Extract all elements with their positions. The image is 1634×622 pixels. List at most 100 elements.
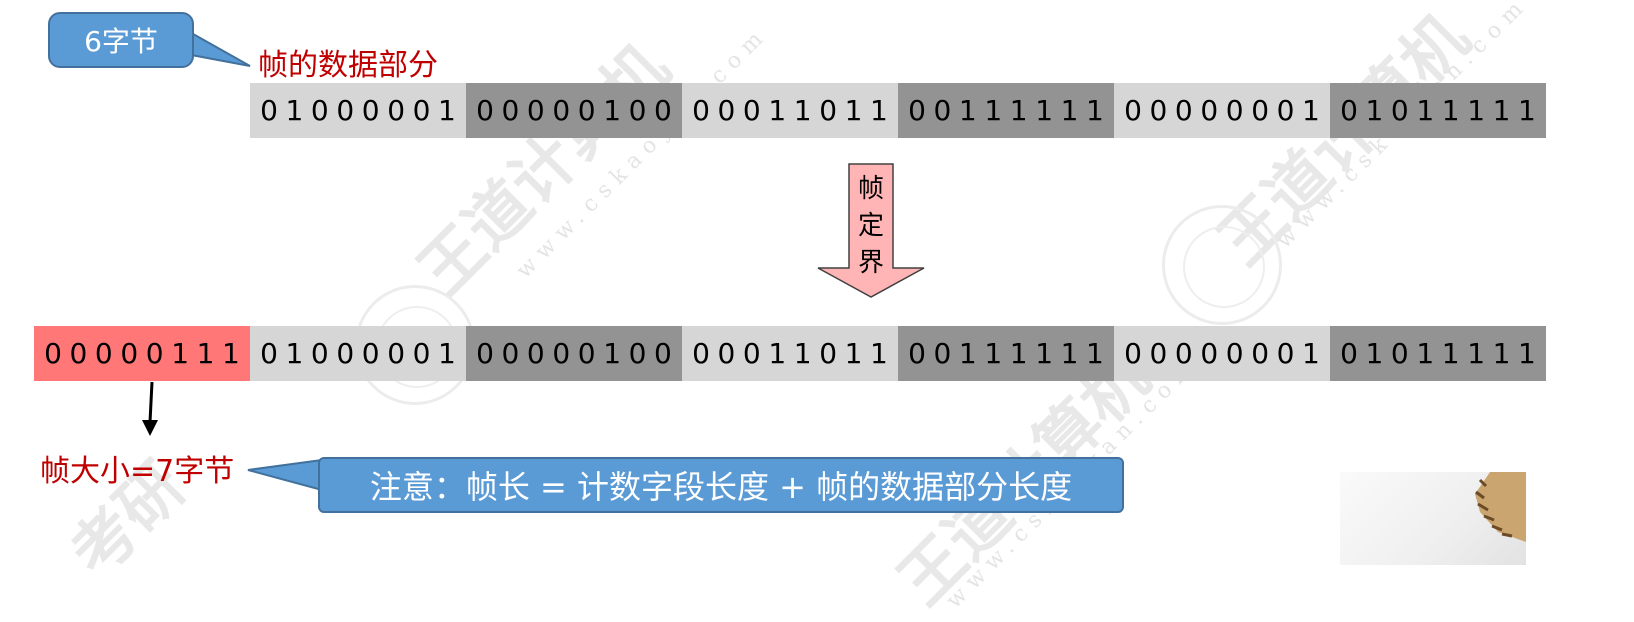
note-text: 注意：帧长 = 计数字段长度 + 帧的数据部分长度 — [369, 468, 1073, 506]
bit: 0 — [1124, 337, 1142, 370]
bit: 0 — [742, 337, 761, 370]
bit: 1 — [1302, 94, 1320, 127]
decorative-photo — [1340, 472, 1526, 565]
bit: 1 — [285, 337, 304, 370]
bit: 0 — [1390, 337, 1409, 370]
bit: 1 — [1441, 337, 1460, 370]
bit: 1 — [768, 337, 787, 370]
bit: 0 — [94, 337, 113, 370]
bit: 1 — [1518, 94, 1536, 127]
bit: 1 — [768, 94, 787, 127]
count-pointer-arrow — [142, 381, 320, 491]
bit: 0 — [1149, 94, 1168, 127]
bit: 1 — [958, 94, 977, 127]
bit: 1 — [844, 337, 863, 370]
bit: 0 — [552, 94, 571, 127]
bit: 0 — [387, 337, 406, 370]
bit: 1 — [1302, 337, 1320, 370]
bit: 0 — [310, 94, 329, 127]
bit: 1 — [793, 94, 812, 127]
bit: 0 — [412, 94, 431, 127]
bit: 1 — [1467, 337, 1486, 370]
bit: 1 — [1416, 94, 1435, 127]
bit: 1 — [603, 94, 622, 127]
callout-bytes-text: 6字节 — [84, 25, 158, 58]
bit: 0 — [692, 337, 710, 370]
bit: 0 — [577, 94, 596, 127]
framing-arrow: 帧 定 界 — [816, 163, 926, 298]
bit: 0 — [1225, 337, 1244, 370]
bit: 0 — [552, 337, 571, 370]
bit: 0 — [412, 337, 431, 370]
bit: 1 — [1441, 94, 1460, 127]
bit: 0 — [1200, 94, 1219, 127]
bit: 0 — [44, 337, 62, 370]
bit: 0 — [819, 94, 838, 127]
bit: 1 — [1365, 337, 1384, 370]
bit: 0 — [742, 94, 761, 127]
bit: 0 — [260, 337, 278, 370]
bit: 0 — [336, 94, 355, 127]
bit: 0 — [908, 337, 926, 370]
bit: 0 — [1340, 337, 1358, 370]
bit: 1 — [844, 94, 863, 127]
watermark-logo: 王道计算机 — [1204, 0, 1484, 280]
bit: 0 — [526, 337, 545, 370]
bit: 0 — [120, 337, 139, 370]
bit: 0 — [654, 337, 672, 370]
note-callout: 注意：帧长 = 计数字段长度 + 帧的数据部分长度 — [318, 457, 1124, 513]
bit: 1 — [1009, 94, 1028, 127]
watermark-url: www.cskaoyan.com — [511, 21, 774, 284]
bit: 0 — [476, 337, 494, 370]
framing-char: 帧 — [857, 174, 884, 204]
bit: 0 — [476, 94, 494, 127]
bit: 1 — [870, 94, 888, 127]
bit: 1 — [1492, 94, 1511, 127]
bit: 0 — [1149, 337, 1168, 370]
bit: 0 — [361, 94, 380, 127]
bit: 1 — [1518, 337, 1536, 370]
bit: 0 — [387, 94, 406, 127]
bit: 0 — [1200, 337, 1219, 370]
bit: 1 — [1492, 337, 1511, 370]
bit: 0 — [1174, 94, 1193, 127]
bit: 0 — [336, 337, 355, 370]
bit: 1 — [793, 337, 812, 370]
bit: 1 — [870, 337, 888, 370]
bit: 1 — [171, 337, 190, 370]
bit: 0 — [1124, 94, 1142, 127]
bit: 0 — [1174, 337, 1193, 370]
bit: 0 — [628, 94, 647, 127]
bit: 0 — [501, 94, 520, 127]
bit: 0 — [654, 94, 672, 127]
bit: 0 — [69, 337, 88, 370]
bit: 1 — [1416, 337, 1435, 370]
bit: 0 — [628, 337, 647, 370]
bit: 1 — [1060, 94, 1079, 127]
bit: 0 — [1276, 337, 1295, 370]
bit: 0 — [526, 94, 545, 127]
bit: 1 — [196, 337, 215, 370]
photo-zipper-icon — [1475, 472, 1526, 542]
bit: 1 — [1009, 337, 1028, 370]
bit: 0 — [310, 337, 329, 370]
bit: 0 — [145, 337, 164, 370]
bit: 1 — [1060, 337, 1079, 370]
bit: 1 — [984, 337, 1003, 370]
bit: 0 — [501, 337, 520, 370]
bit: 0 — [717, 337, 736, 370]
bit: 1 — [1365, 94, 1384, 127]
bit: 1 — [1035, 94, 1054, 127]
bit: 1 — [222, 337, 240, 370]
bit: 1 — [285, 94, 304, 127]
bit: 0 — [1390, 94, 1409, 127]
